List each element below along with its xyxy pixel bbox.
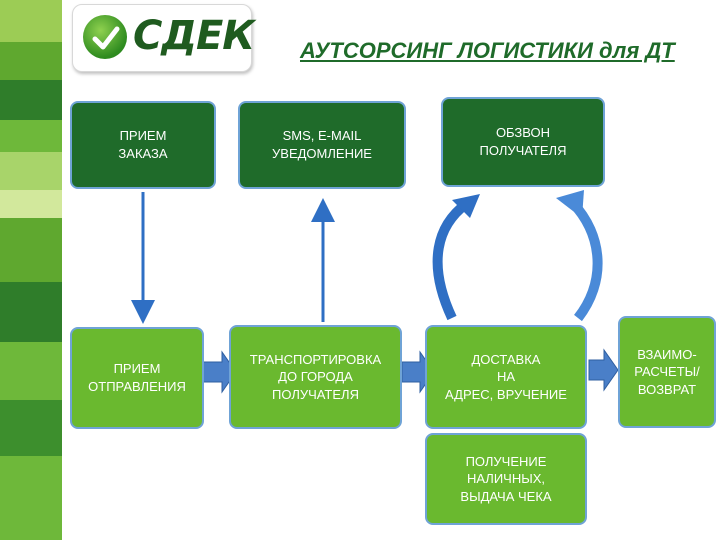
decor-stripe bbox=[0, 80, 62, 120]
decor-stripe bbox=[0, 0, 62, 42]
decor-stripe bbox=[0, 120, 62, 152]
step-shipment-receipt: ПРИЕМ ОТПРАВЛЕНИЯ bbox=[70, 327, 204, 429]
decor-stripe bbox=[0, 218, 62, 282]
step-sms-notification: SMS, E-MAIL УВЕДОМЛЕНИЕ bbox=[238, 101, 406, 189]
step-delivery: ДОСТАВКА НА АДРЕС, ВРУЧЕНИЕ bbox=[425, 325, 587, 429]
decor-stripe bbox=[0, 400, 62, 456]
decor-stripe bbox=[0, 152, 62, 190]
cycle-arrow-left-head bbox=[452, 194, 480, 218]
step-cash-receipt: ПОЛУЧЕНИЕ НАЛИЧНЫХ, ВЫДАЧА ЧЕКА bbox=[425, 433, 587, 525]
logo-text: СДЕК bbox=[133, 13, 255, 59]
company-logo: СДЕК bbox=[72, 4, 255, 72]
step-order-receipt: ПРИЕМ ЗАКАЗА bbox=[70, 101, 216, 189]
page-title: АУТСОРСИНГ ЛОГИСТИКИ для ДТ bbox=[300, 38, 675, 63]
decor-stripe bbox=[0, 456, 62, 540]
decor-stripe bbox=[0, 190, 62, 218]
block-arrow-right bbox=[588, 348, 619, 392]
step-transport: ТРАНСПОРТИРОВКА ДО ГОРОДА ПОЛУЧАТЕЛЯ bbox=[229, 325, 402, 429]
cycle-arrow-right bbox=[568, 198, 603, 322]
step-recipient-call: ОБЗВОН ПОЛУЧАТЕЛЯ bbox=[441, 97, 605, 187]
decor-stripe bbox=[0, 282, 62, 342]
decor-stripe bbox=[0, 42, 62, 80]
step-settlement: ВЗАИМО- РАСЧЕТЫ/ ВОЗВРАТ bbox=[618, 316, 716, 428]
decor-stripe bbox=[0, 342, 62, 400]
cycle-arrow-left bbox=[432, 200, 470, 321]
check-circle-icon bbox=[83, 15, 127, 59]
cycle-arrow-right-head bbox=[556, 190, 584, 218]
